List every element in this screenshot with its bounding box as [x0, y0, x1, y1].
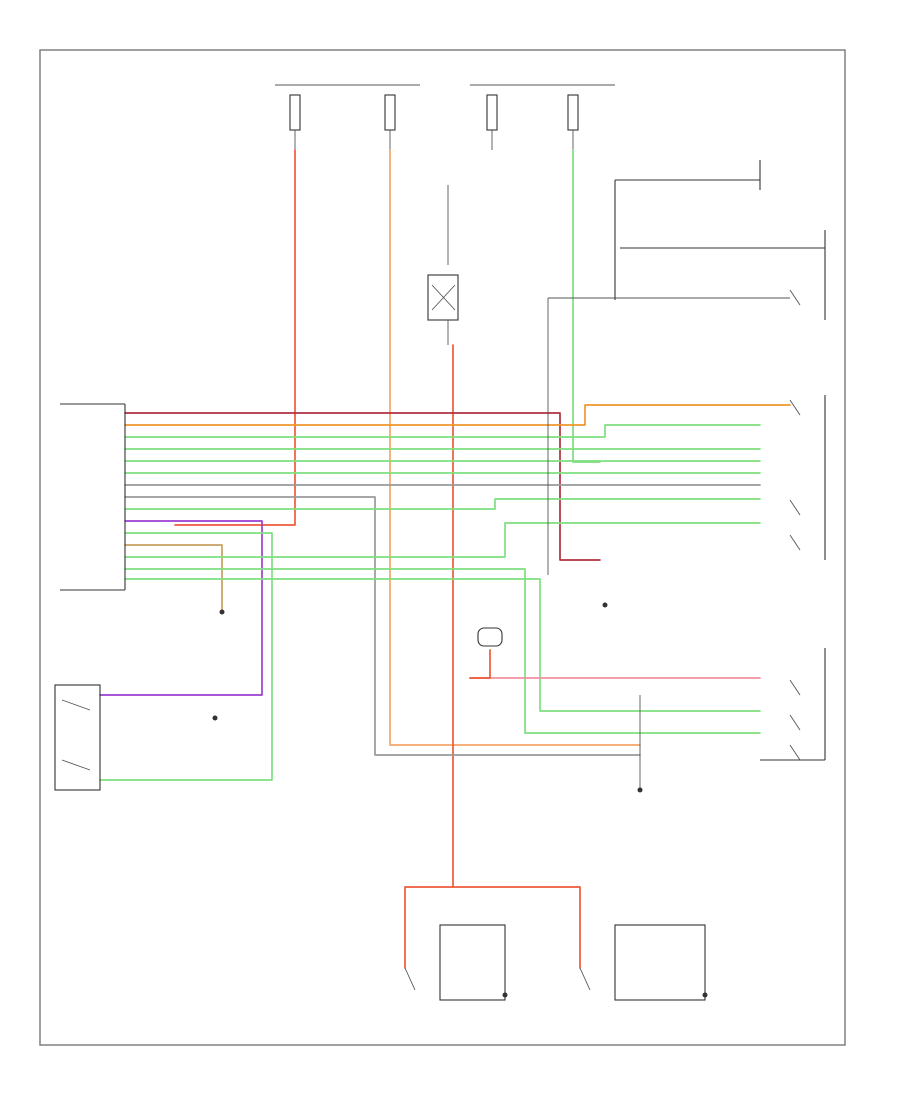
seat-switch-lower [789, 395, 826, 560]
power-source-2 [345, 84, 420, 150]
wire-brown [124, 544, 223, 611]
ground-icon [212, 602, 708, 998]
wire-light-orange-center [389, 149, 641, 746]
seat-switch-upper [547, 160, 826, 575]
center-relay [427, 185, 459, 345]
diagram-frame [39, 49, 846, 1046]
power-source-1 [275, 84, 345, 150]
wire-purple [99, 520, 263, 696]
wire-gray-2 [124, 496, 641, 756]
power-source-3 [470, 84, 545, 150]
junction-connector [477, 627, 503, 647]
passenger-seat-switch [54, 684, 101, 791]
wire-green-9 [124, 578, 761, 712]
wire-orange-1 [124, 404, 791, 426]
wire-green-6 [99, 532, 273, 781]
wire-green-right [572, 149, 601, 463]
power-source-4 [545, 84, 615, 150]
wire-green-8 [124, 568, 761, 734]
wire-dark-red-1 [124, 412, 601, 561]
seat-module [60, 403, 126, 591]
wire-green-1 [124, 424, 761, 438]
seat-track-motor [639, 648, 826, 790]
wire-green-5 [124, 498, 761, 510]
wire-red-left [174, 149, 296, 526]
wire-red-bottom-split [404, 886, 581, 969]
wire-green-7 [124, 522, 761, 558]
left-seat-track [404, 924, 506, 1001]
wire-red-junction [469, 649, 491, 679]
right-seat-track [579, 924, 706, 1001]
